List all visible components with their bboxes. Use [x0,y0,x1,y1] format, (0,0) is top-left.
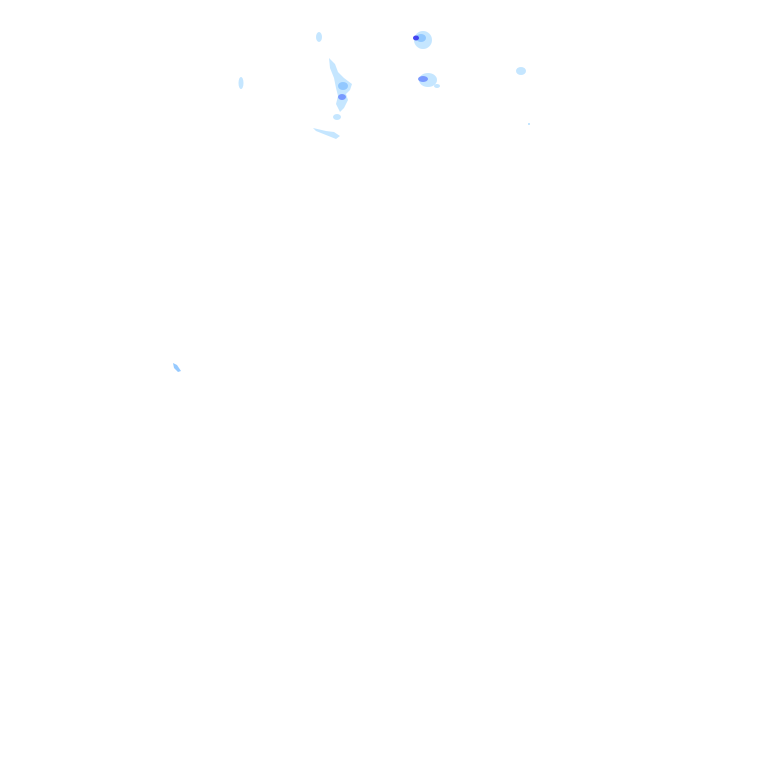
precipitation-echo [173,363,181,372]
rain-cell-east [516,67,530,125]
precipitation-echo [434,84,440,88]
precipitation-echo [413,35,419,41]
rain-cell-west-small [238,77,244,89]
rain-cell-north [413,31,432,49]
rain-cell-northwest [316,32,322,42]
precipitation-echo [316,32,322,42]
precipitation-echo [238,77,244,89]
precipitation-echo [338,82,348,90]
precipitation-echo [338,94,346,100]
rain-cell-northeast-center [418,73,440,88]
precipitation-echo [516,67,526,75]
rain-band-central [313,58,352,139]
precipitation-echo [418,76,428,82]
rain-cell-far-west [173,363,181,372]
precipitation-echo [313,128,340,139]
precipitation-echo [333,114,341,120]
precipitation-echo [528,123,530,125]
precipitation-echo [416,34,426,42]
